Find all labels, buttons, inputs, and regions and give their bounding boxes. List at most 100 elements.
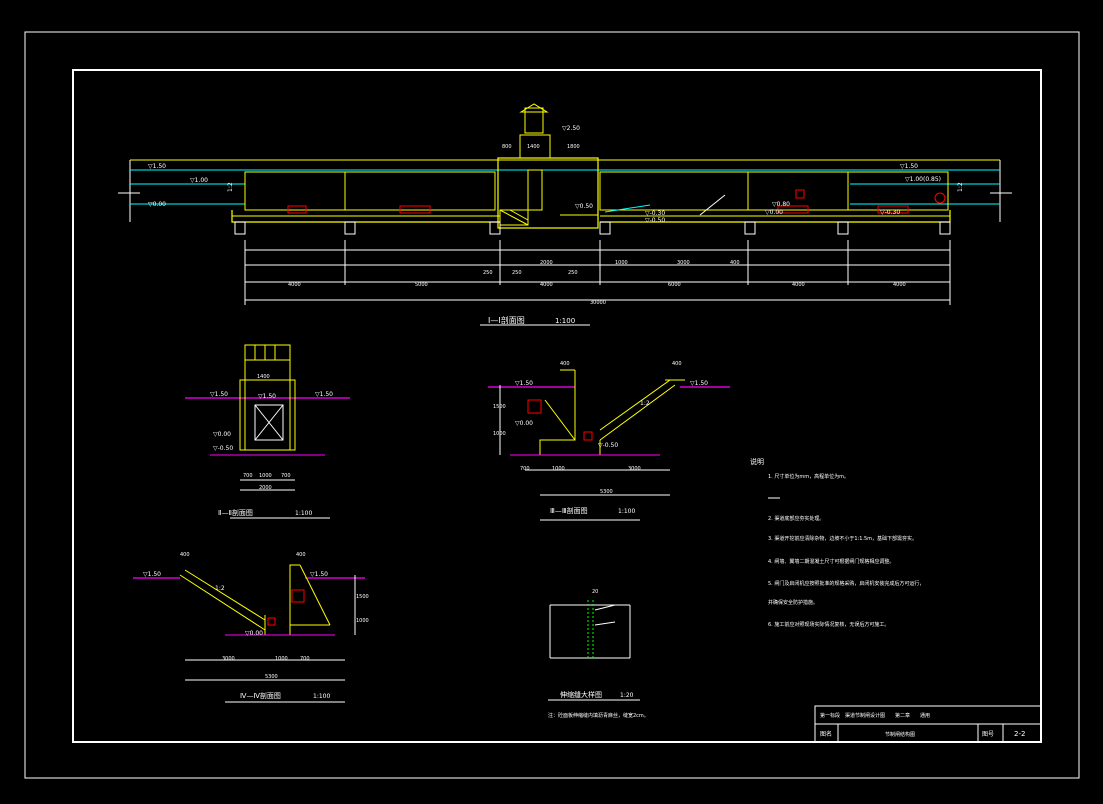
s3-level-3: ▽0.00 [515,420,533,427]
s4-scale: 1:100 [313,693,330,700]
s4-dim-2: 1000 [275,656,288,662]
main-bottom-dim-1: 4000 [288,282,301,288]
note-4: 4. 闸墙、翼墙二期混凝土尺寸可根据闸门规格相应调整。 [768,558,894,565]
main-level-12: ▽-0.30 [880,209,900,216]
s3-level-2: ▽1.50 [690,380,708,387]
s2-level-1: ▽1.50 [210,391,228,398]
section-4 [133,564,365,703]
joint-detail [548,600,640,701]
s4-level-1: ▽1.50 [143,571,161,578]
s4-dim-top-1: 400 [180,552,190,558]
main-upper-dim-6: 3000 [677,260,690,266]
s3-level-4: ▽-0.50 [598,442,618,449]
main-total-dim: 30000 [590,300,606,306]
main-level-11: ▽0.00 [765,209,783,216]
main-top-dim-2: 1400 [527,144,540,150]
main-section-title: Ⅰ—Ⅰ剖面图 [488,315,525,325]
main-level-1: ▽1.50 [148,163,166,170]
main-upper-dim-4: 250 [568,270,578,276]
s2-dim-2: 1000 [259,473,272,479]
note-2: 2. 渠道底部应夯实处理。 [768,515,824,522]
detail-note: 注：砼面板伸缩缝内填沥青麻丝，缝宽2cm。 [548,712,649,719]
main-upper-dim-1: 250 [483,270,493,276]
s2-level-4: ▽0.00 [213,431,231,438]
title-block-drawing-name: 节制闸结构图 [885,731,915,738]
main-level-3: ▽0.00 [148,201,166,208]
s4-dim-1: 3000 [222,656,235,662]
title-block-label-no: 图号 [982,731,994,738]
title-block-label-name: 图名 [820,730,832,738]
main-level-4: ▽0.50 [575,203,593,210]
main-level-7: ▽2.50 [562,125,580,132]
main-upper-dim-3: 2000 [540,260,553,266]
s4-level-2: ▽1.50 [310,571,328,578]
s3-dim-6: 1000 [493,431,506,437]
s4-dim-4: 5300 [265,674,278,680]
section-2 [185,344,350,519]
main-upper-dim-5: 1000 [615,260,628,266]
s4-title: Ⅳ—Ⅳ剖面图 [240,691,281,700]
s2-level-2: ▽1.50 [258,393,276,400]
s3-level-1: ▽1.50 [515,380,533,387]
inner-frame [72,69,1042,743]
s4-dim-6: 1000 [356,618,369,624]
detail-title: 伸缩缝大样图 [560,690,602,699]
main-section [118,103,1012,326]
note-1: 1. 尺寸单位为mm，高程单位为m。 [768,473,849,480]
s2-dim-3: 700 [281,473,291,479]
main-upper-dim-2: 250 [512,270,522,276]
detail-dim: 20 [592,589,598,595]
s3-dim-4: 5300 [600,489,613,495]
note-6: 6. 施工前应对照现场实际情况复核，无误后方可施工。 [768,621,889,628]
outer-frame [24,31,1080,779]
section-3 [488,369,730,521]
s4-dim-top-2: 400 [296,552,306,558]
s3-dim-top-1: 400 [560,361,570,367]
s3-dim-2: 1000 [552,466,565,472]
note-3: 3. 渠道开挖前应清除杂物，边坡不小于1:1.5m，基础下部需夯实。 [768,535,917,542]
note-5b: 并确保安全防护措施。 [768,599,818,606]
s3-dim-3: 3000 [628,466,641,472]
s2-dim-1: 700 [243,473,253,479]
s2-level-5: ▽-0.50 [213,445,233,452]
s2-scale: 1:100 [295,510,312,517]
detail-scale: 1:20 [620,692,634,699]
s3-dim-5: 1500 [493,404,506,410]
main-bottom-dim-3: 4000 [540,282,553,288]
main-top-dim-1: 800 [502,144,512,150]
main-bottom-dim-5: 4000 [792,282,805,288]
s4-dim-3: 700 [300,656,310,662]
main-level-10: ▽1.00(0.85) [905,176,941,183]
s4-dim-5: 1500 [356,594,369,600]
s3-dim-1: 700 [520,466,530,472]
title-block-project: 第一标段 渠道节制闸设计图 第二章 通用 [820,712,930,719]
main-level-2: ▽1.00 [190,177,208,184]
main-top-dim-3: 1800 [567,144,580,150]
main-section-scale: 1:100 [555,317,575,325]
s4-level-3: ▽0.00 [245,630,263,637]
main-level-8: ▽0.80 [772,201,790,208]
s3-scale: 1:100 [618,508,635,515]
notes-heading: 说明 [750,457,764,466]
s2-title: Ⅱ—Ⅱ剖面图 [218,508,253,517]
main-slope-right: 1:2 [957,182,964,192]
s3-title: Ⅲ—Ⅲ剖面图 [550,506,588,515]
main-level-5: ▽-0.30 [645,210,665,217]
main-level-6: ▽-0.50 [645,217,665,224]
notes: 说明 1. 尺寸单位为mm，高程单位为m。 2. 渠道底部应夯实处理。 3. 渠… [750,457,924,628]
s2-level-3: ▽1.50 [315,391,333,398]
main-bottom-dim-6: 4000 [893,282,906,288]
s2-dim-5: 1400 [257,374,270,380]
title-block [814,705,1042,743]
s2-dim-4: 2000 [259,485,272,491]
s3-dim-top-2: 400 [672,361,682,367]
main-level-9: ▽1.50 [900,163,918,170]
main-bottom-dim-4: 6000 [668,282,681,288]
s3-slope: 1:2 [640,400,650,407]
main-upper-dim-7: 400 [730,260,740,266]
main-slope-left: 1:2 [227,182,234,192]
main-bottom-dim-2: 5000 [415,282,428,288]
s4-slope: 1:2 [215,585,225,592]
note-5: 5. 闸门及启闭机应按照批准的规格采购，启闭机安装完成后方可运行， [768,580,924,587]
